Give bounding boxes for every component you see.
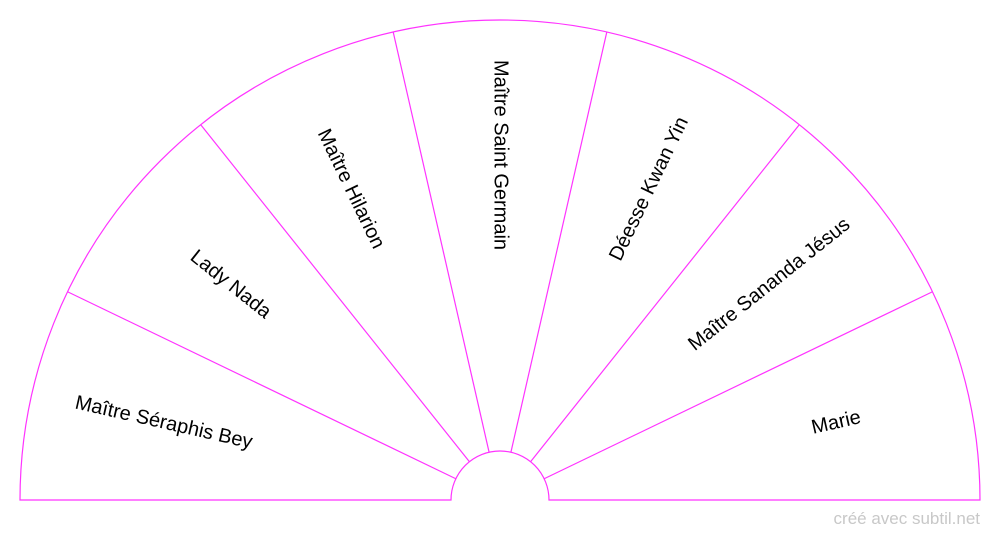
sector-divider: [530, 124, 800, 463]
semicircle-outline: [19, 19, 981, 501]
sector-labels: Maître Séraphis Bey Lady Nada Maître Hilar…: [73, 60, 863, 453]
sector-dividers: [67, 31, 933, 480]
sector-label: Maître Hilarion: [313, 126, 389, 253]
sector-divider: [200, 124, 470, 463]
sector-divider: [67, 291, 457, 480]
sector-label: Déesse Kwan Yin: [605, 113, 693, 264]
sector-label: Maître Saint Germain: [490, 60, 512, 250]
credit-text: créé avec subtil.net: [833, 509, 980, 528]
sector-label: Maître Sananda Jésus: [684, 213, 854, 355]
sector-divider: [510, 31, 608, 453]
sector-label: Marie: [809, 406, 863, 439]
sector-divider: [543, 291, 933, 480]
sector-label: Maître Séraphis Bey: [73, 392, 255, 454]
chart-outline: [19, 19, 981, 501]
sector-label: Lady Nada: [186, 246, 276, 324]
sector-divider: [392, 31, 490, 453]
